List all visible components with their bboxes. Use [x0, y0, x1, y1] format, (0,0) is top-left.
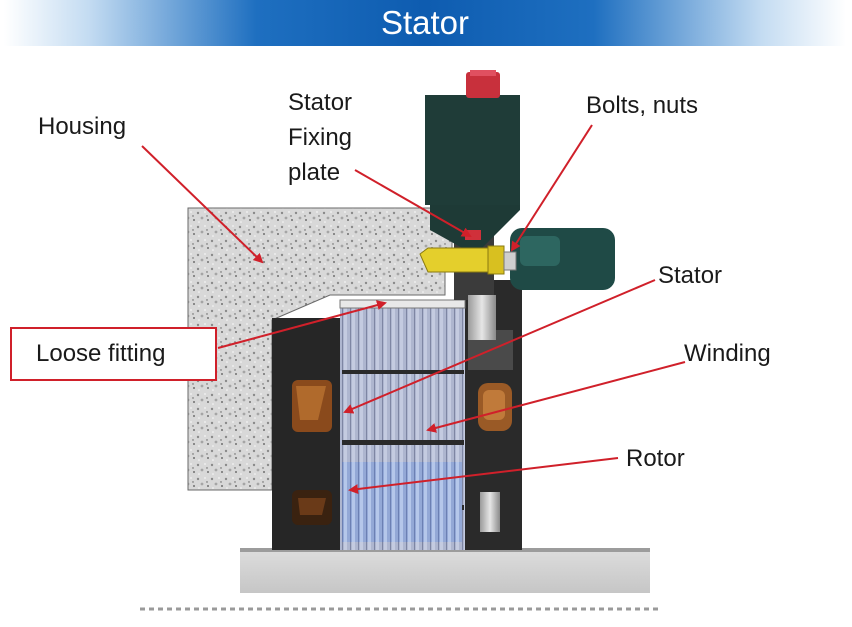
stator-label: Stator — [658, 262, 723, 289]
loose-fitting-callout: Loose fitting — [10, 327, 217, 381]
shaft — [480, 492, 500, 532]
loose-fitting-label: Loose fitting — [36, 340, 166, 367]
winding-arrow — [426, 361, 686, 433]
housing-arrow — [141, 145, 264, 264]
rotor — [342, 462, 462, 542]
bolts-nuts-label: Bolts, nuts — [586, 92, 699, 119]
stator-fixing-plate-label-line2: Fixing — [288, 124, 353, 151]
rotor-label: Rotor — [626, 445, 685, 472]
rotor-arrow — [348, 457, 619, 495]
stator-arrow — [343, 279, 656, 414]
stator-fixing-plate-label-line1: Stator — [288, 89, 353, 116]
loose-fitting-arrow — [217, 300, 387, 349]
fixing-plate-arrow — [354, 169, 472, 237]
stator-fixing-plate-label-line3: plate — [288, 159, 341, 186]
title-banner: Stator — [4, 0, 846, 46]
winding-label: Winding — [684, 340, 771, 367]
bolts-arrow — [510, 124, 593, 252]
base-platform — [240, 551, 650, 593]
page-title: Stator — [380, 4, 470, 41]
housing-label: Housing — [38, 113, 127, 140]
